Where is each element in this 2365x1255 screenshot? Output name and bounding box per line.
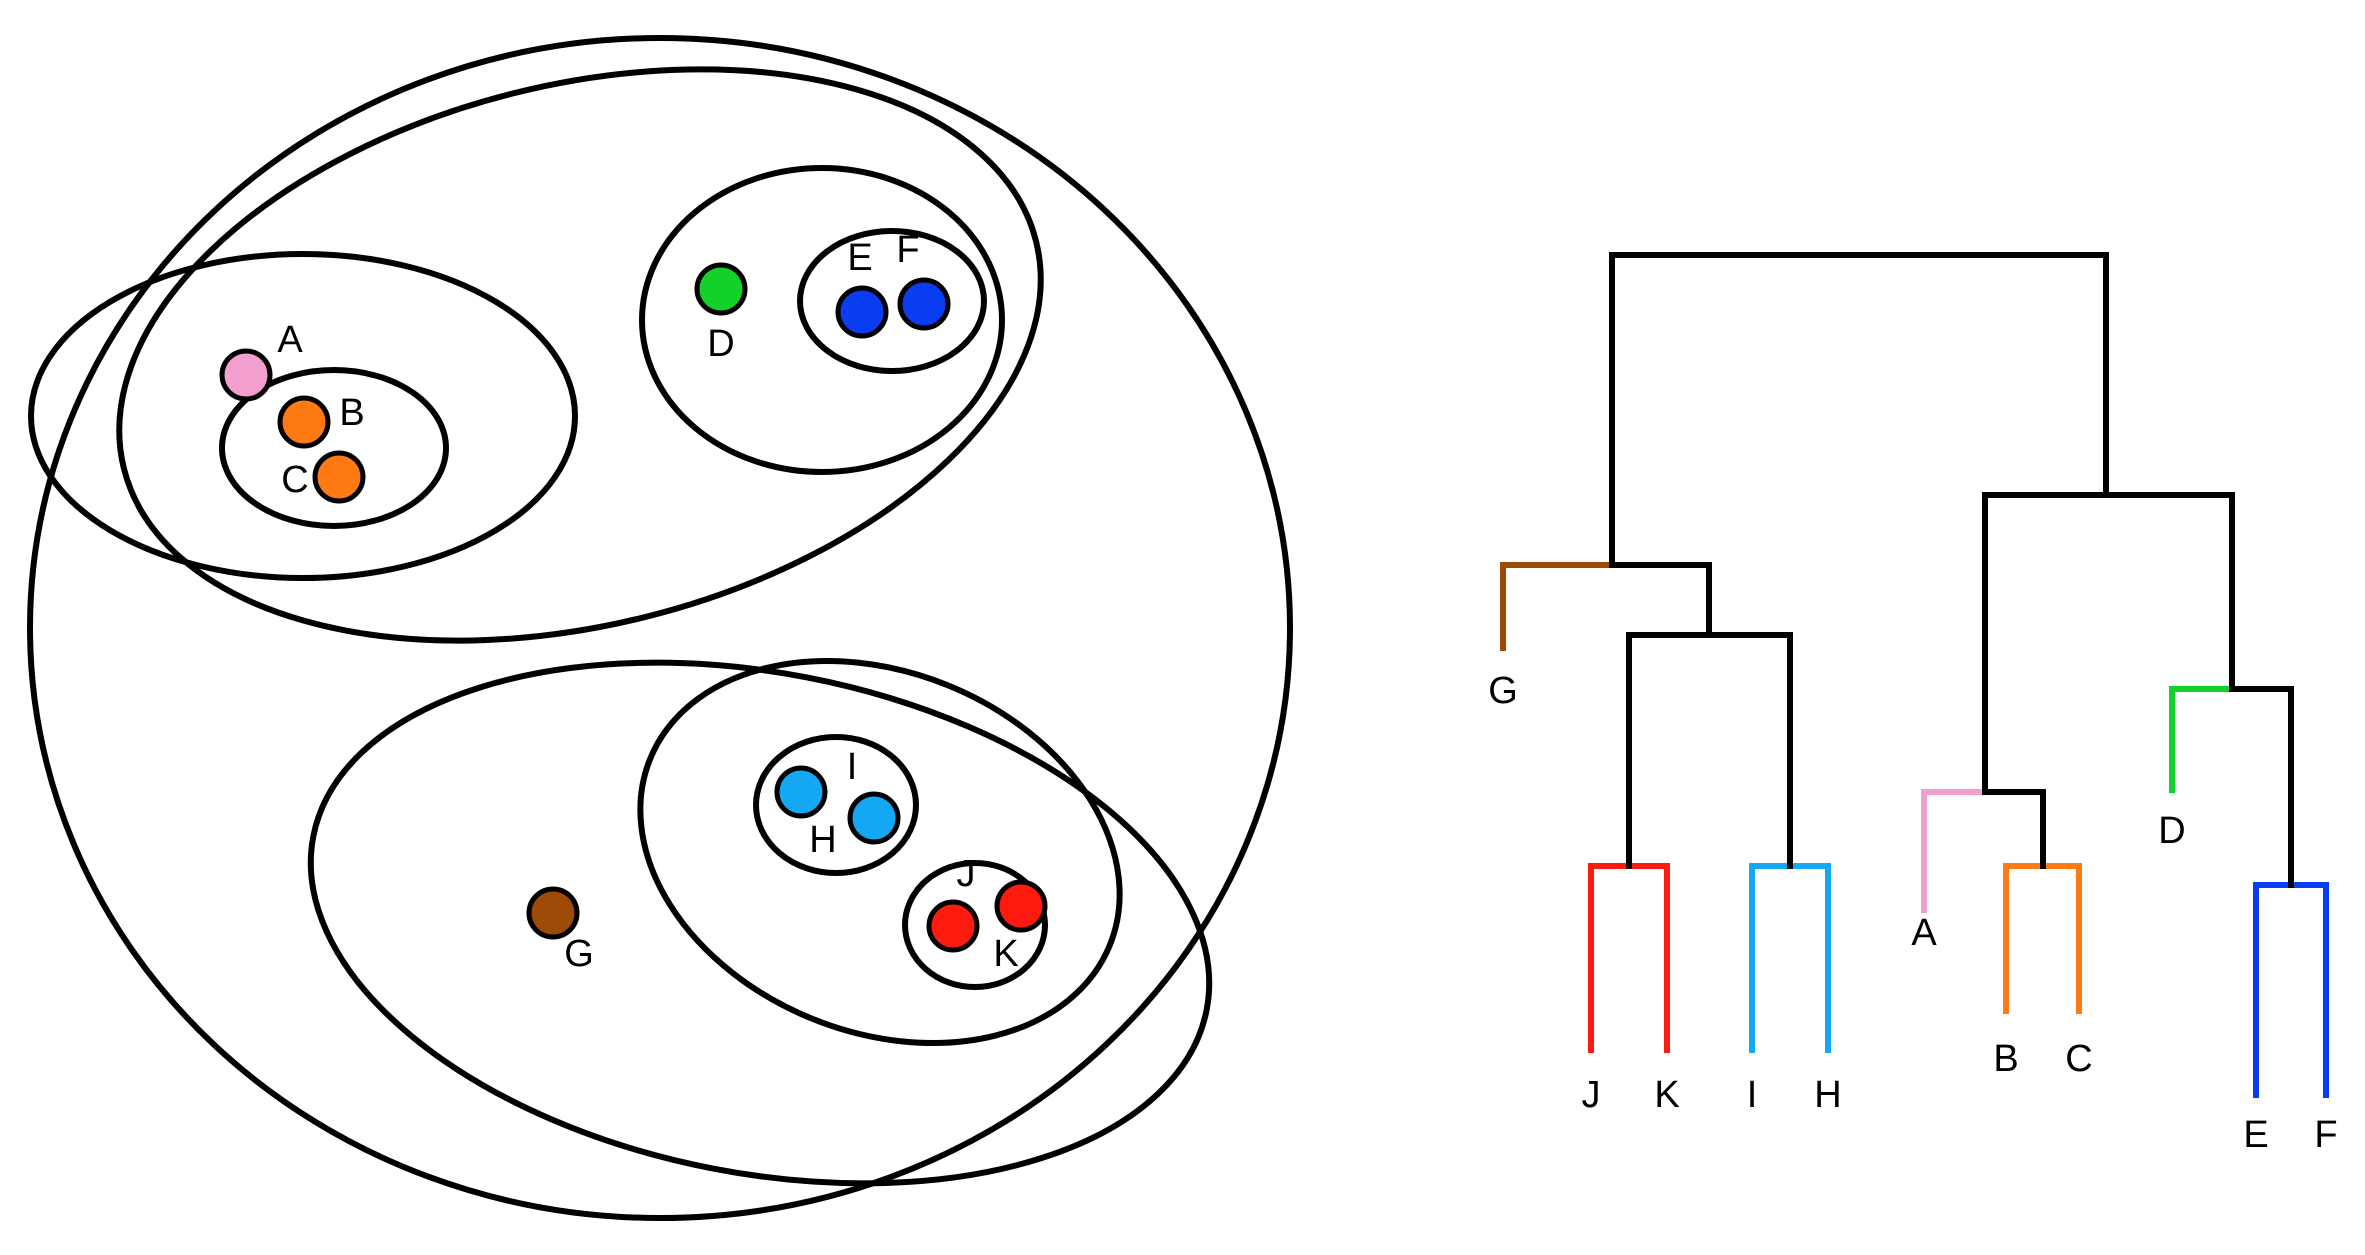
leaf-label-b: B [1993, 1038, 2018, 1080]
leaf-label-g: G [1488, 670, 1518, 712]
cluster-ring-abc [28, 251, 578, 581]
leaf-label-j: J [1582, 1074, 1601, 1116]
cluster-ring-ef [797, 228, 987, 374]
point-d [694, 262, 748, 316]
leaf-label-i: I [1747, 1074, 1758, 1116]
leaf-label-a: A [1911, 912, 1937, 954]
branch-bc [2003, 863, 2082, 1014]
cluster-ring-hijk [637, 657, 1123, 1047]
branch-a-bc [1982, 789, 2046, 869]
branch-root [1609, 252, 2109, 568]
point-g [526, 886, 580, 940]
point-i [774, 765, 828, 819]
point-f [897, 277, 951, 331]
branch-d [2169, 686, 2236, 793]
point-label-e: E [847, 237, 872, 279]
point-label-f: F [896, 229, 919, 271]
branch-g [1500, 562, 1615, 651]
point-label-i: I [847, 746, 858, 788]
branch-jk [1588, 863, 1670, 1053]
cluster-ring-hi [753, 734, 919, 876]
point-label-d: D [707, 323, 734, 365]
leaf-label-f: F [2314, 1114, 2337, 1156]
branch-g-jkih [1609, 562, 1712, 638]
point-k [994, 879, 1048, 933]
point-b [277, 395, 331, 449]
point-label-c: C [281, 459, 308, 501]
branch-abc-def [1982, 492, 2235, 795]
point-label-g: G [564, 933, 594, 975]
branch-ih [1749, 863, 1831, 1053]
leaf-label-k: K [1654, 1074, 1679, 1116]
leaf-label-d: D [2158, 810, 2185, 852]
point-c [312, 450, 366, 504]
branch-a [1921, 789, 1988, 913]
point-label-h: H [809, 819, 836, 861]
cluster-ring-bc [219, 367, 449, 529]
branch-ef [2253, 882, 2329, 1098]
branch-jkih [1626, 632, 1793, 869]
leaf-label-h: H [1814, 1074, 1841, 1116]
cluster-ring-ghijk [307, 659, 1213, 1187]
dendrogram: G J K I H A B C D E F [1488, 252, 2338, 1156]
point-e [835, 285, 889, 339]
leaf-label-c: C [2065, 1038, 2092, 1080]
point-label-b: B [339, 392, 364, 434]
point-h [847, 791, 901, 845]
point-label-a: A [277, 319, 303, 361]
leaf-label-e: E [2243, 1114, 2268, 1156]
cluster-ring-all [27, 35, 1293, 1221]
point-a [219, 348, 273, 402]
branch-d-ef [2230, 686, 2294, 888]
nested-cluster-diagram: A B C D E F G H I J K [27, 35, 1293, 1221]
cluster-ring-def [639, 165, 1005, 475]
point-j [926, 899, 980, 953]
cluster-ring-jk [902, 860, 1048, 990]
point-label-j: J [957, 853, 976, 895]
cluster-ring-abcdef [116, 66, 1044, 644]
point-label-k: K [993, 933, 1018, 975]
